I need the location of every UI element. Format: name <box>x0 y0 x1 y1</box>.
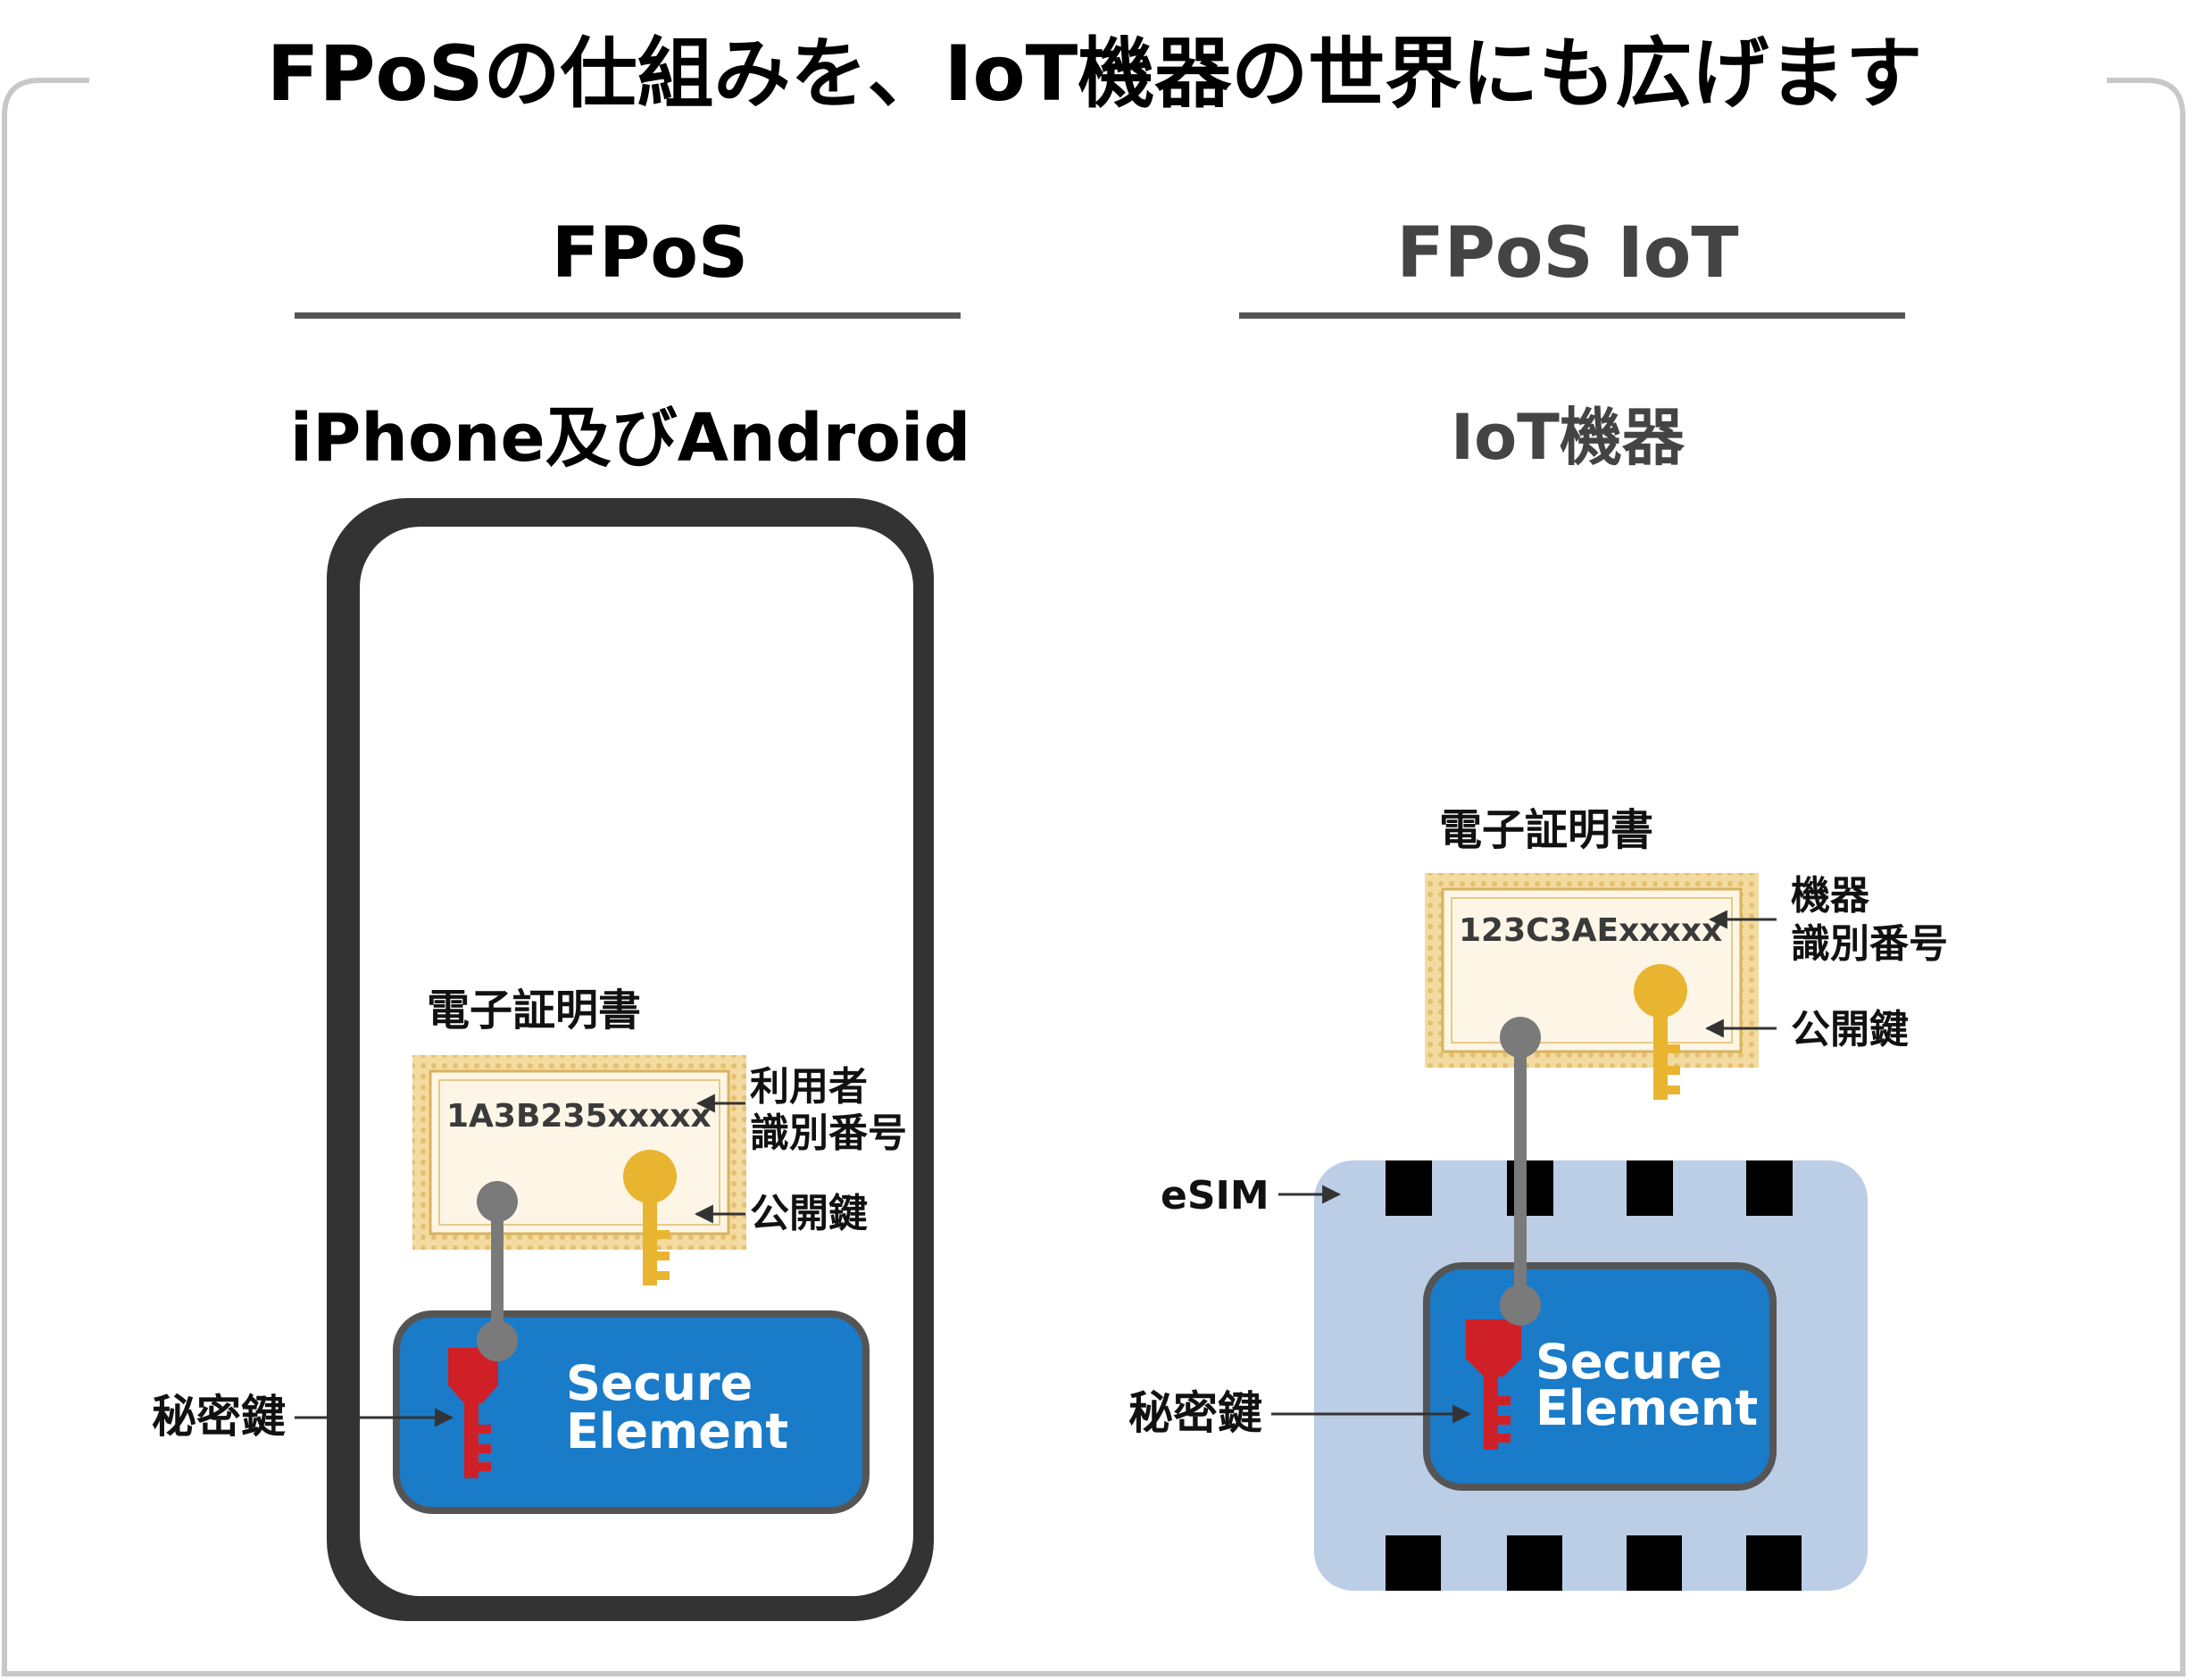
right-private-key-icon <box>1466 1319 1521 1450</box>
left-user-id-label-line2: 識別番号 <box>750 1110 907 1156</box>
right-public-key-label: 公開鍵 <box>1791 1007 1909 1052</box>
right-secure-element-line1: Secure <box>1536 1334 1722 1390</box>
right-heading: FPoS IoT <box>1396 213 1738 294</box>
left-public-key-label: 公開鍵 <box>750 1191 868 1236</box>
right-connector-bottom-dot <box>1500 1285 1541 1326</box>
right-certificate <box>1425 873 1759 1068</box>
right-device-id-label-line1: 機器 <box>1791 873 1870 919</box>
left-certificate <box>412 1055 746 1250</box>
right-subtitle: IoT機器 <box>1451 401 1685 474</box>
right-heading-underline <box>1239 312 1905 319</box>
left-secure-element-line1: Secure <box>566 1355 753 1411</box>
left-private-key-icon <box>448 1348 498 1478</box>
right-connector-top-dot <box>1500 1017 1541 1058</box>
left-heading: FPoS <box>552 213 748 294</box>
left-certificate-label: 電子証明書 <box>427 986 641 1035</box>
right-column: FPoS IoT IoT機器 電子証明書 123C3AExxxxx 機器 識別番… <box>1128 213 1948 1591</box>
left-connector-top-dot <box>477 1181 518 1222</box>
page-title: FPoSの仕組みを、IoT機器の世界にも広げます <box>267 29 1923 119</box>
left-secure-element-line2: Element <box>566 1403 788 1460</box>
left-connector-bottom-dot <box>477 1320 518 1361</box>
right-public-key-icon <box>1634 964 1687 1100</box>
left-subtitle: iPhone及びAndroid <box>290 400 971 477</box>
left-serial-number: 1A3B235xxxxx <box>446 1098 712 1135</box>
left-heading-underline <box>295 312 961 319</box>
right-serial-number: 123C3AExxxxx <box>1459 912 1722 949</box>
right-private-key-label: 秘密鍵 <box>1128 1387 1262 1439</box>
left-public-key-icon <box>623 1150 677 1285</box>
esim-label: eSIM <box>1161 1173 1269 1218</box>
left-private-key-label: 秘密鍵 <box>152 1391 286 1443</box>
right-certificate-label: 電子証明書 <box>1439 805 1653 855</box>
left-user-id-label-line1: 利用者 <box>750 1064 868 1110</box>
left-column: FPoS iPhone及びAndroid 電子証明書 1A3B235xxxxx … <box>152 213 970 1621</box>
right-secure-element-line2: Element <box>1536 1380 1758 1436</box>
right-device-id-label-line2: 識別番号 <box>1791 921 1948 967</box>
outer-frame <box>2 78 2185 1676</box>
left-secure-element <box>393 1310 870 1514</box>
